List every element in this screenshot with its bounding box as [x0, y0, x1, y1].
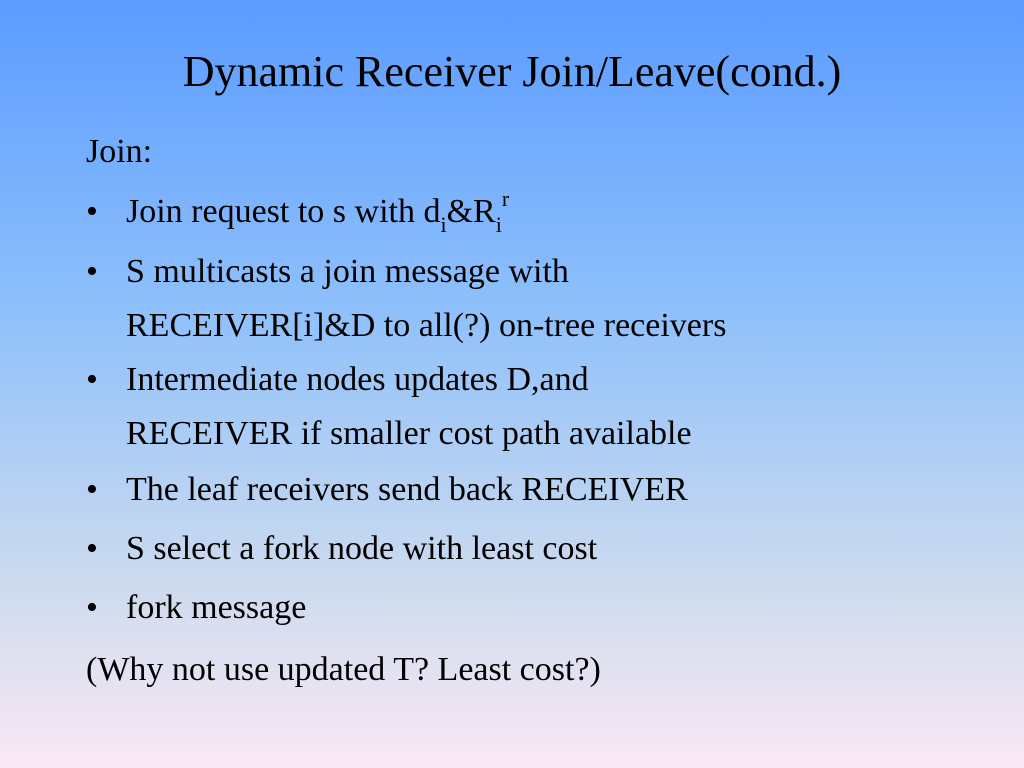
list-item: S multicasts a join message with RECEIVE… [126, 252, 726, 346]
list-item: The leaf receivers send back RECEIVER [126, 471, 688, 508]
list-item-line: S multicasts a join message with [126, 253, 569, 290]
list-item: Join request to s with di&Rir [126, 188, 509, 236]
list-item-text: Join request to s with d [126, 193, 441, 230]
bullet-marker: • [86, 193, 98, 230]
intro-label: Join: [86, 133, 153, 170]
closing-note: (Why not use updated T? Least cost?) [86, 651, 601, 688]
list-item: S select a fork node with least cost [126, 530, 598, 567]
subscript: i [440, 212, 447, 237]
bullet-marker: • [86, 589, 98, 626]
bullet-marker: • [86, 530, 98, 567]
list-item-text: &R [446, 193, 496, 230]
list-item-line: RECEIVER[i]&D to all(?) on-tree receiver… [126, 307, 727, 344]
list-item: fork message [126, 589, 307, 626]
superscript: r [501, 186, 510, 211]
list-item: Intermediate nodes updates D,and RECEIVE… [126, 360, 692, 454]
bullet-marker: • [86, 361, 98, 398]
bullet-marker: • [86, 471, 98, 508]
subscript: i [495, 212, 502, 237]
bullet-marker: • [86, 253, 98, 290]
list-item-line: Intermediate nodes updates D,and [126, 361, 589, 398]
slide-title: Dynamic Receiver Join/Leave(cond.) [182, 47, 842, 96]
list-item-line: RECEIVER if smaller cost path available [126, 415, 692, 452]
